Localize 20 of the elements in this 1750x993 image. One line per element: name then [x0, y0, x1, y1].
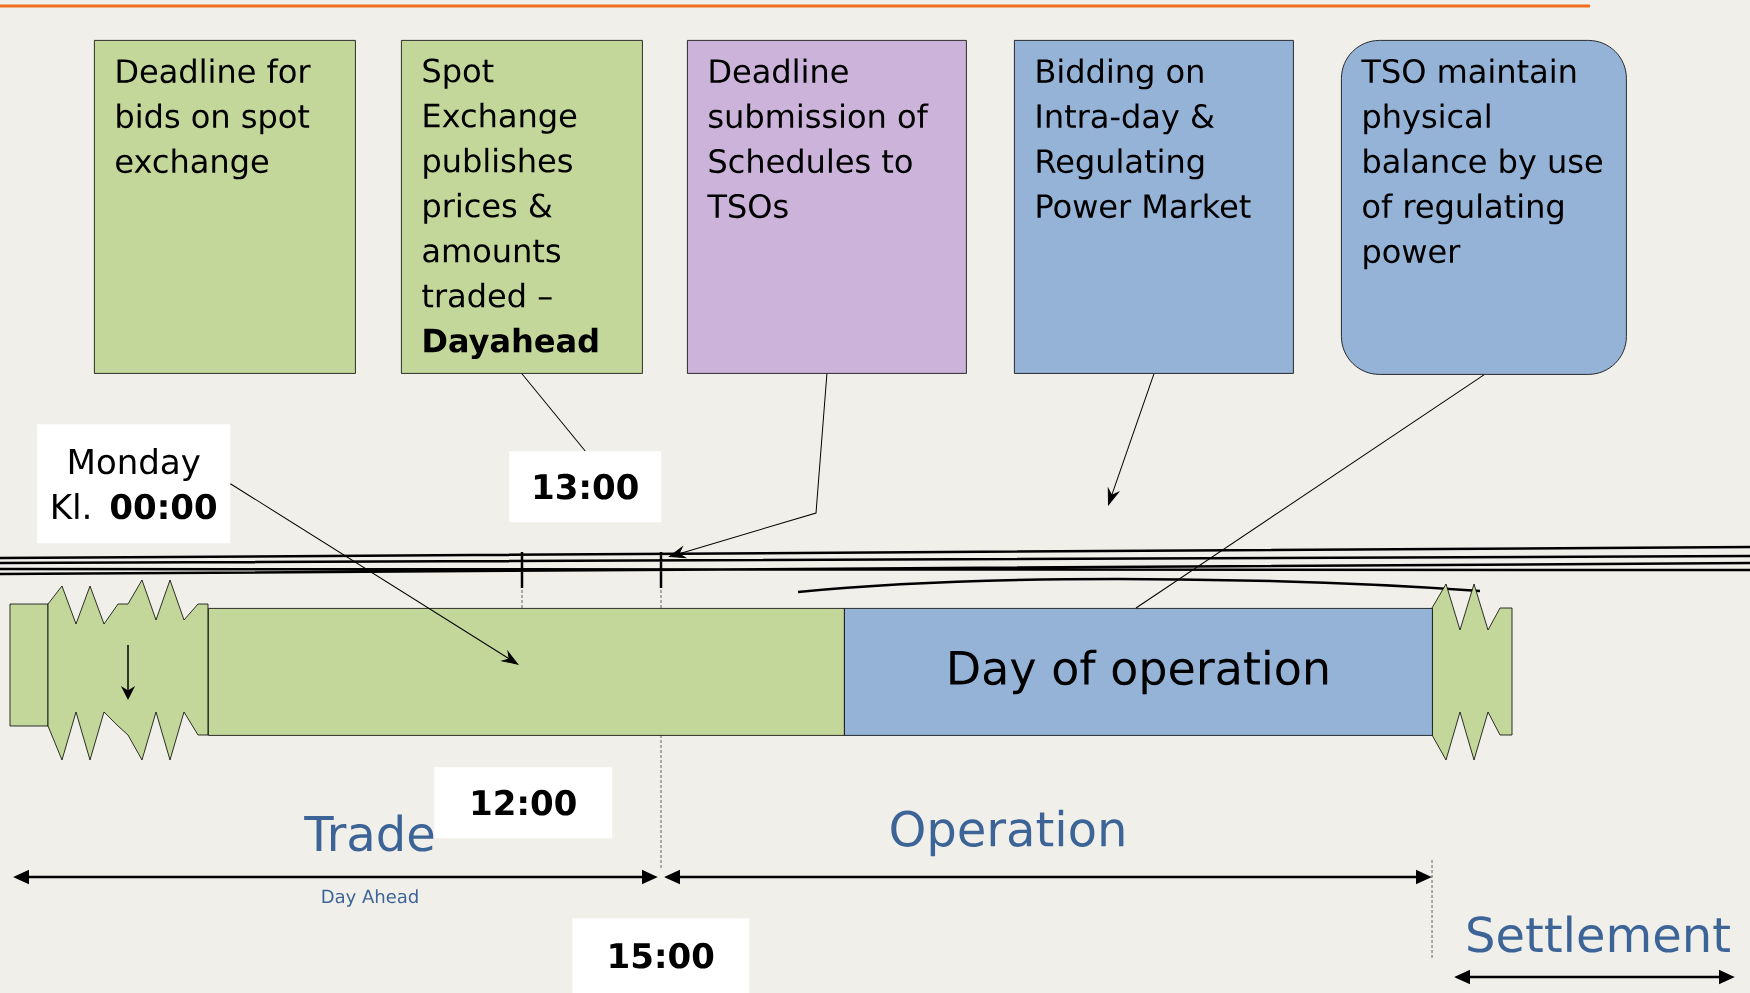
info-box: Spot Exchange publishes prices & amounts traded – Dayahead [401, 40, 643, 374]
time-label: 15:00 [572, 918, 750, 993]
leader-line [521, 373, 586, 452]
time-label: 13:00 [509, 451, 662, 523]
leader-line [668, 373, 828, 558]
phase-label: Operation [891, 809, 1124, 857]
info-box: Deadline submission of Schedules to TSOs [687, 40, 967, 374]
phase-label: Trade [304, 814, 434, 852]
leader-line [1135, 374, 1485, 609]
phase-label: Settlement [1468, 915, 1730, 953]
time-label: Monday Kl. 00:00 [37, 424, 231, 544]
leader-line [229, 483, 519, 665]
leader-line [1107, 373, 1155, 506]
info-box: TSO maintain physical balance by use of regulating power [1341, 40, 1627, 375]
time-label: 12:00 [434, 767, 613, 839]
timeline-bar [208, 608, 845, 736]
phase-sublabel: Day Ahead [322, 889, 418, 907]
info-box: Bidding on Intra-day & Regulating Power Market [1014, 40, 1294, 374]
info-box: Deadline for bids on spot exchange [94, 40, 356, 374]
timeline-bar: Day of operation [844, 608, 1433, 736]
